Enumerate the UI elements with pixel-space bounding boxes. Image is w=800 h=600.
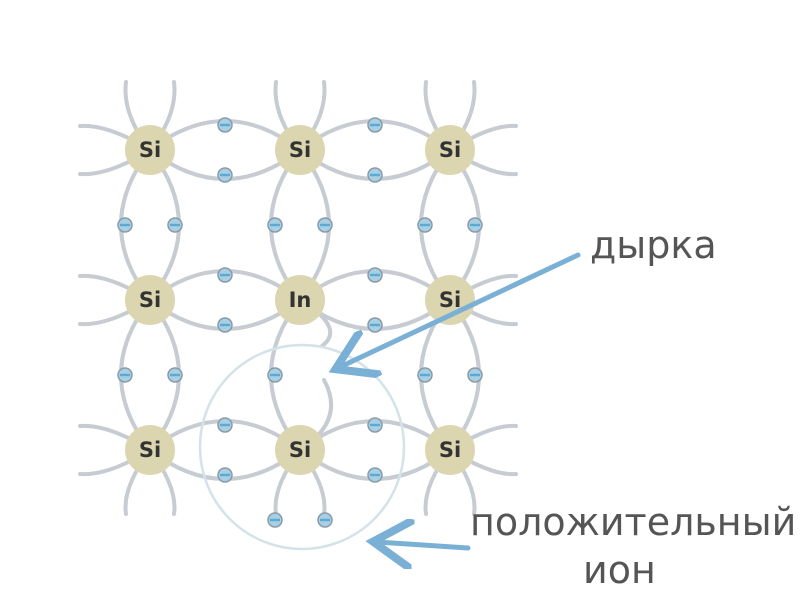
electron-icon [467, 367, 483, 383]
atom-symbol: Si [289, 438, 311, 462]
atom-in: In [275, 275, 325, 325]
atom-symbol: Si [439, 438, 461, 462]
electron-icon [417, 367, 433, 383]
atom-symbol: Si [139, 138, 161, 162]
atom-symbol: Si [139, 288, 161, 312]
electron-icon [367, 467, 383, 483]
electron-icon [367, 317, 383, 333]
positive-ion-circle [198, 343, 406, 551]
hole-arrow-icon [340, 252, 581, 367]
atom-symbol: Si [439, 138, 461, 162]
atom-si: Si [125, 275, 175, 325]
atom-symbol: Si [439, 288, 461, 312]
atom-si: Si [425, 125, 475, 175]
atom-si: Si [275, 425, 325, 475]
electron-icon [417, 217, 433, 233]
atom-si: Si [425, 275, 475, 325]
atom-symbol: In [289, 288, 312, 312]
atom-si: Si [125, 125, 175, 175]
atom-circle [125, 275, 175, 325]
electron-icon [217, 467, 233, 483]
atom-si: Si [125, 425, 175, 475]
ion-arrow-icon [378, 542, 471, 548]
atom-circle [425, 275, 475, 325]
electron-icon [217, 317, 233, 333]
atom-symbol: Si [139, 438, 161, 462]
arrows [340, 252, 581, 548]
hole-label: дырка [590, 223, 717, 267]
electron-icon [167, 217, 183, 233]
atom-symbol: Si [289, 138, 311, 162]
atom-si: Si [275, 125, 325, 175]
positive-ion-label-line1: положительный [470, 500, 797, 544]
atom-circle [275, 425, 325, 475]
electrons [117, 117, 483, 528]
electron-icon [167, 367, 183, 383]
electron-icon [317, 512, 333, 528]
atom-circle [275, 275, 325, 325]
positive-ion-label-line2: ион [583, 548, 656, 592]
electron-icon [217, 167, 233, 183]
atom-circle [275, 125, 325, 175]
electron-icon [117, 217, 133, 233]
atom-circle [425, 125, 475, 175]
atom-si: Si [425, 425, 475, 475]
electron-icon [217, 267, 233, 283]
electron-icon [367, 117, 383, 133]
electron-icon [217, 417, 233, 433]
positive-ion-region [198, 343, 406, 551]
electron-icon [317, 217, 333, 233]
atom-circle [125, 425, 175, 475]
electron-icon [467, 217, 483, 233]
electron-icon [367, 267, 383, 283]
electron-icon [267, 217, 283, 233]
electron-icon [367, 417, 383, 433]
electron-icon [367, 167, 383, 183]
electron-icon [217, 117, 233, 133]
electron-icon [117, 367, 133, 383]
atom-circle [125, 125, 175, 175]
electron-icon [267, 512, 283, 528]
atom-circle [425, 425, 475, 475]
electron-icon [267, 367, 283, 383]
